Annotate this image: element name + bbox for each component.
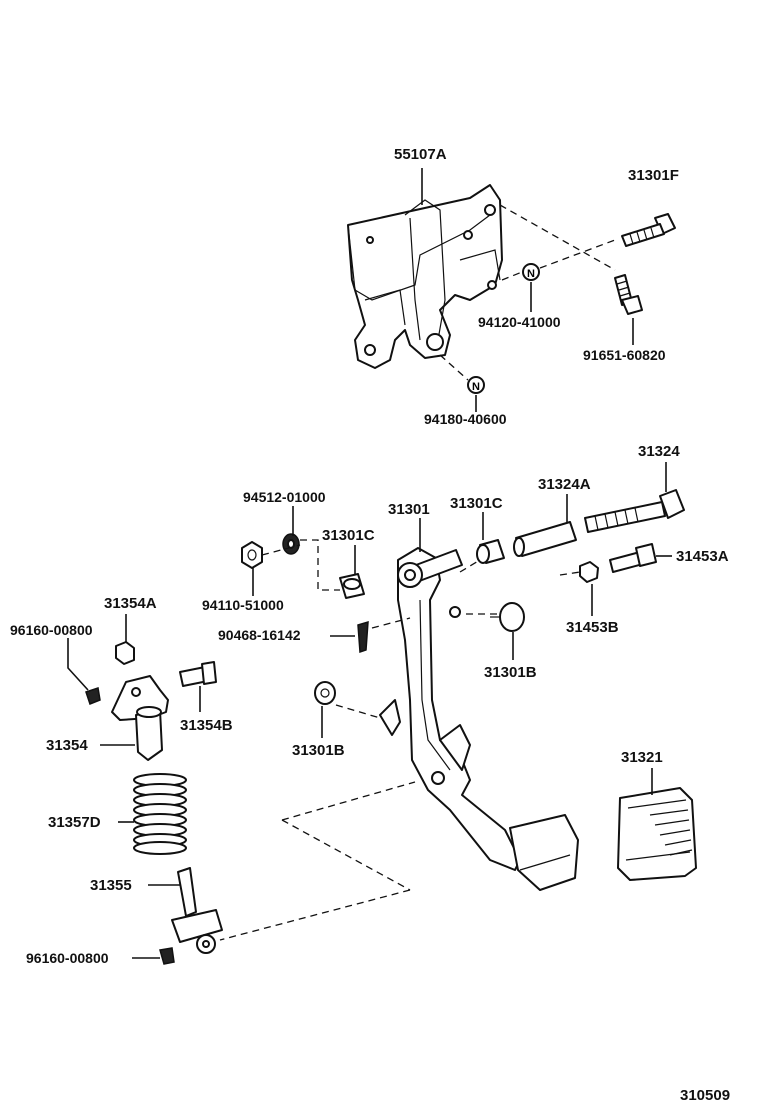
label-55107A: 55107A	[394, 146, 447, 163]
pedal-pad-31321	[617, 787, 697, 881]
clip-90468-16142	[357, 620, 369, 654]
bushing-31301C-right	[476, 539, 505, 564]
nut-31354A	[115, 641, 135, 665]
label-94512-01000: 94512-01000	[243, 489, 326, 505]
label-91651-60820: 91651-60820	[583, 347, 666, 363]
nut-symbol: N	[527, 268, 535, 280]
nut-94180-40600: N	[467, 376, 485, 394]
figure-number: 310509	[680, 1087, 731, 1104]
label-31357D: 31357D	[48, 814, 101, 831]
label-31354B: 31354B	[180, 717, 233, 734]
label-31324: 31324	[638, 443, 680, 460]
label-31301C-left: 31301C	[322, 527, 375, 544]
nut-symbol: N	[472, 381, 480, 393]
label-31453B: 31453B	[566, 619, 619, 636]
label-31301B-right: 31301B	[484, 664, 537, 681]
bolt-31301F	[621, 213, 676, 247]
bolt-91651-60820	[614, 274, 643, 315]
label-94110-51000: 94110-51000	[202, 597, 284, 613]
bracket-31354	[111, 675, 169, 761]
label-31324A: 31324A	[538, 476, 591, 493]
nut-31453B	[579, 561, 599, 583]
nut-94110-51000	[241, 541, 263, 569]
label-31301: 31301	[388, 501, 430, 518]
label-31354: 31354	[46, 737, 88, 754]
label-90468-16142: 90468-16142	[218, 627, 301, 643]
rod-31355	[171, 867, 223, 954]
stopper-31301B-right	[490, 602, 525, 632]
bushing-31301C-left	[339, 573, 365, 599]
pedal-arm-31301	[379, 547, 521, 871]
bolt-31354B	[179, 661, 217, 687]
pedal-pad-on-arm	[509, 814, 579, 891]
label-31321: 31321	[621, 749, 663, 766]
label-31301C-right: 31301C	[450, 495, 503, 512]
spring-31357D	[133, 773, 187, 855]
nut-94120-41000: N	[522, 263, 540, 281]
label-94120-41000: 94120-41000	[478, 314, 561, 330]
label-31354A: 31354A	[104, 595, 157, 612]
clip-96160-00800-lower	[159, 947, 175, 965]
label-31301B-left: 31301B	[292, 742, 345, 759]
washer-94512-01000	[282, 533, 300, 555]
bolt-31324	[584, 489, 685, 533]
label-31301F: 31301F	[628, 167, 679, 184]
collar-31324A	[513, 521, 577, 557]
label-96160-00800-upper: 96160-00800	[10, 622, 93, 638]
pedal-bracket-55107A	[347, 184, 503, 369]
label-96160-00800-lower: 96160-00800	[26, 950, 109, 966]
label-31355: 31355	[90, 877, 132, 894]
label-94180-40600: 94180-40600	[424, 411, 507, 427]
label-31453A: 31453A	[676, 548, 729, 565]
stopper-31301B-left	[314, 681, 336, 705]
clip-96160-00800-upper	[85, 687, 101, 705]
bolt-31453A	[609, 543, 657, 573]
